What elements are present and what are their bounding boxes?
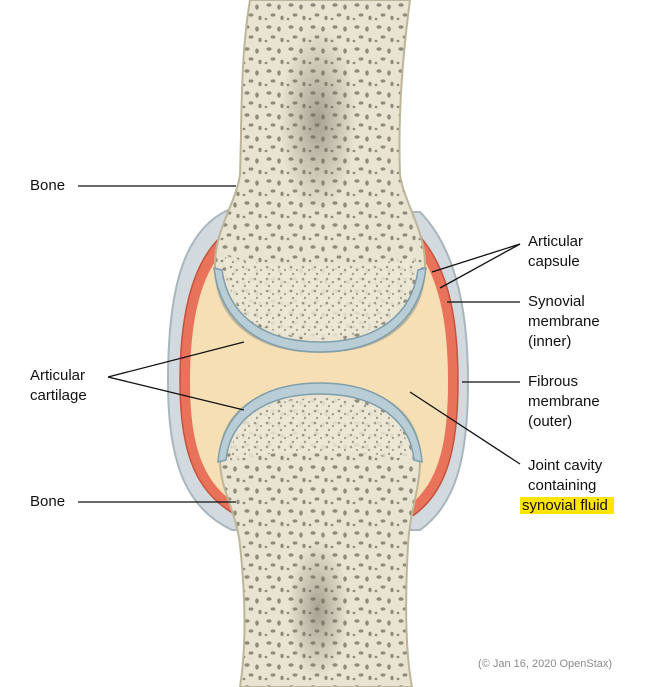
label-bone-bottom: Bone (30, 493, 66, 510)
label-fibrous-membrane: Fibrous membrane (outer) (528, 373, 600, 430)
copyright-credit: (© Jan 16, 2020 OpenStax) (478, 658, 613, 670)
label-synovial-membrane: Synovial membrane (inner) (528, 293, 600, 350)
highlight-synovial-fluid: synovial fluid (520, 497, 614, 514)
label-articular-cartilage: Articular cartilage (30, 367, 87, 404)
articular-cartilage-upper (213, 267, 427, 353)
label-bone-top: Bone (30, 177, 66, 194)
leader-lines (78, 185, 521, 503)
label-joint-cavity: Joint cavity containing synovial fluid (520, 456, 614, 516)
articular-cartilage-lower (217, 382, 423, 463)
label-articular-capsule: Articular capsule (528, 233, 584, 270)
